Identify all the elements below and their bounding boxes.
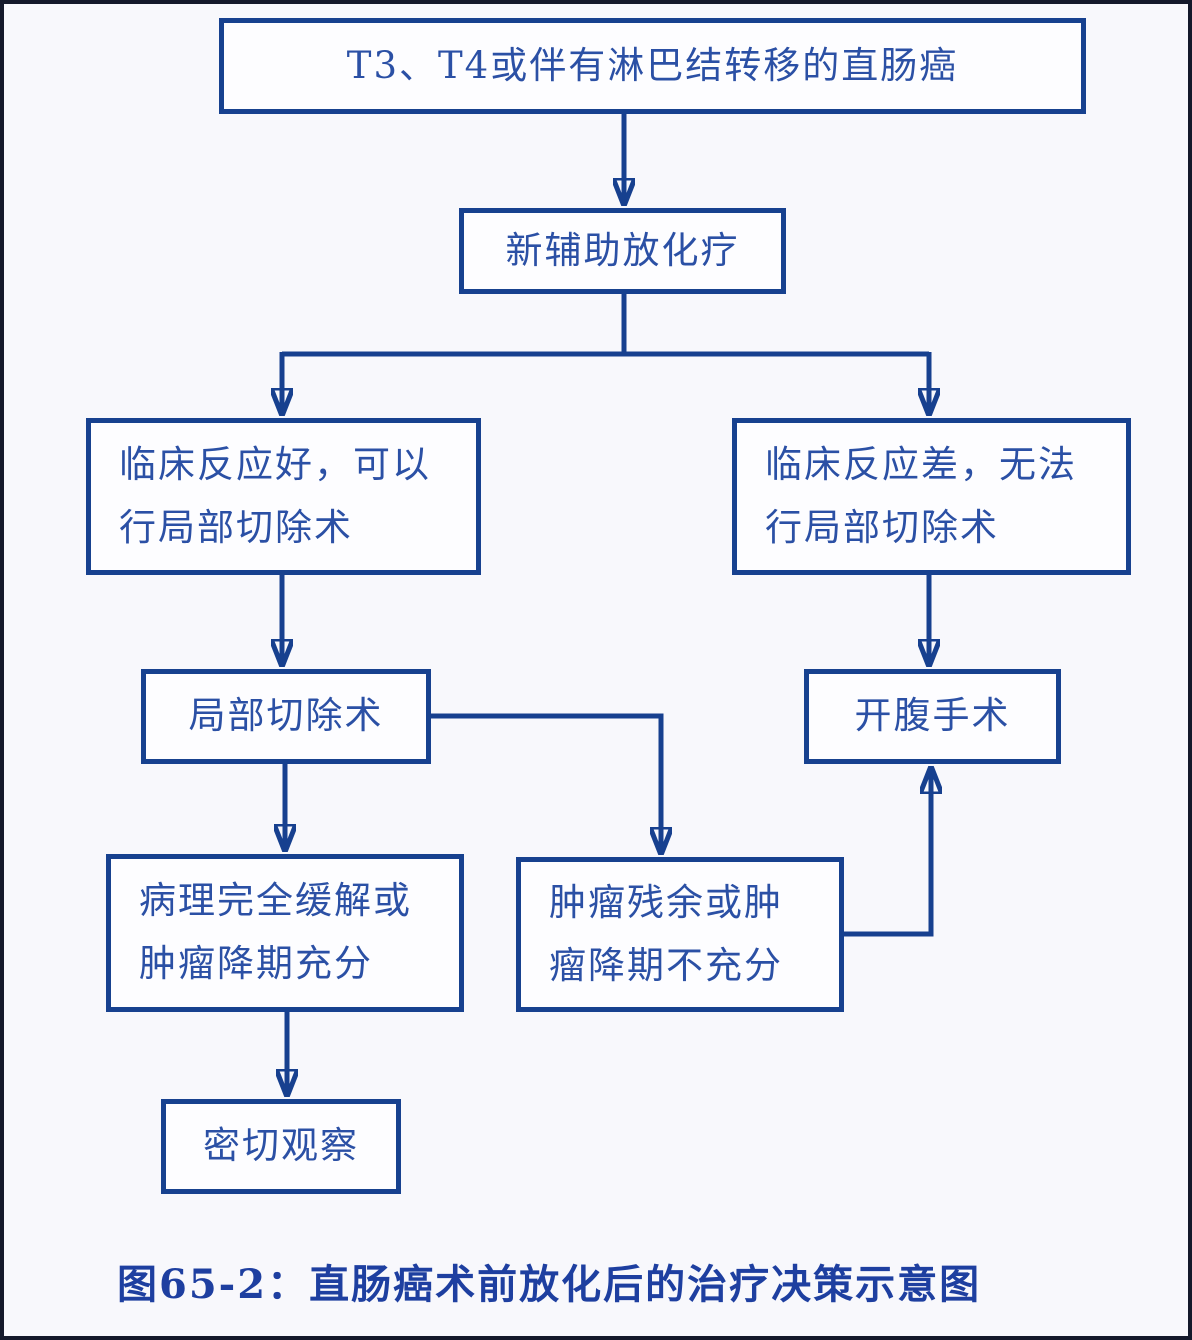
node-laparotomy-label: 开腹手术 <box>854 694 1011 738</box>
arrow-local-excision-to-tumor-residual <box>431 713 661 853</box>
node-path-remission: 病理完全缓解或 肿瘤降期充分 <box>106 854 464 1012</box>
node-observation: 密切观察 <box>161 1099 401 1194</box>
node-root: T3、T4或伴有淋巴结转移的直肠癌 <box>219 18 1086 114</box>
node-tumor-residual-label: 肿瘤残余或肿 瘤降期不充分 <box>549 880 783 987</box>
node-neoadjuvant-label: 新辅助放化疗 <box>505 228 740 272</box>
node-good-response: 临床反应好，可以 行局部切除术 <box>86 418 481 575</box>
node-poor-response-label: 临床反应差，无法 行局部切除术 <box>765 442 1077 549</box>
node-path-remission-label: 病理完全缓解或 肿瘤降期充分 <box>139 879 412 985</box>
node-neoadjuvant: 新辅助放化疗 <box>459 208 786 294</box>
node-good-response-label: 临床反应好，可以 行局部切除术 <box>119 442 431 549</box>
node-observation-label: 密切观察 <box>203 1124 359 1168</box>
connector-layer <box>4 114 1192 1340</box>
node-laparotomy: 开腹手术 <box>804 669 1061 764</box>
node-poor-response: 临床反应差，无法 行局部切除术 <box>732 418 1131 575</box>
node-local-excision: 局部切除术 <box>141 669 431 764</box>
figure-caption: 图65-2：直肠癌术前放化后的治疗决策示意图 <box>117 1261 982 1308</box>
arrow-tumor-residual-to-laparotomy <box>844 768 931 937</box>
node-local-excision-label: 局部切除术 <box>188 694 384 738</box>
node-root-label: T3、T4或伴有淋巴结转移的直肠癌 <box>346 43 959 87</box>
node-tumor-residual: 肿瘤残余或肿 瘤降期不充分 <box>516 857 844 1012</box>
